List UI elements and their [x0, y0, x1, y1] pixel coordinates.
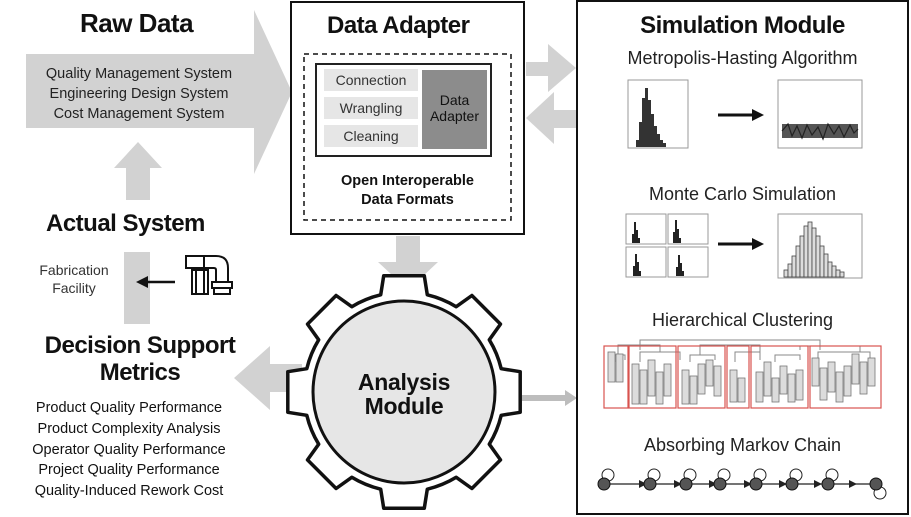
simulation-to-adapter-arrow — [526, 92, 576, 144]
actual-system-title: Actual System — [46, 210, 205, 237]
adapter-core-line: Data — [439, 92, 470, 108]
step-cleaning-label: Cleaning — [343, 128, 399, 144]
decision-metric-item: Product Complexity Analysis — [37, 420, 221, 437]
adapter-core-line: Adapter — [429, 108, 480, 124]
mh-histogram-plot — [627, 79, 689, 149]
raw-data-title: Raw Data — [80, 8, 194, 38]
data-formats-line: Open Interoperable — [341, 173, 474, 189]
analysis-line: Analysis — [357, 369, 451, 395]
fabrication-arrow — [136, 276, 175, 288]
decision-metric-item: Quality-Induced Rework Cost — [34, 483, 224, 500]
mh-trace-plot — [777, 79, 863, 149]
raw-data-item: Engineering Design System — [49, 86, 229, 102]
adapter-to-analysis-arrow — [378, 236, 438, 290]
raw-data-arrow — [26, 10, 292, 174]
fabrication-line: Fabrication — [39, 262, 109, 278]
step-connection-label: Connection — [335, 72, 407, 88]
analysis-to-decision-arrow — [234, 346, 302, 410]
decision-metric-item: Project Quality Performance — [38, 462, 220, 479]
step-connection-box — [324, 69, 418, 91]
mc-arrow — [718, 238, 764, 250]
data-adapter-dashed-frame — [303, 53, 512, 221]
sim-section-monte-carlo: Monte Carlo Simulation — [648, 184, 837, 204]
gear-icon — [286, 274, 522, 510]
sim-section-metropolis: Metropolis-Hasting Algorithm — [627, 48, 858, 68]
raw-data-list: Quality Management System Engineering De… — [30, 64, 248, 124]
adapter-to-simulation-arrow — [526, 44, 576, 92]
decision-metric-item: Product Quality Performance — [35, 400, 223, 416]
step-wrangling-box — [324, 97, 418, 119]
simulation-title: Simulation Module — [640, 12, 845, 39]
adapter-core-box — [422, 70, 487, 149]
decision-to-actual-arrow — [124, 252, 150, 324]
sim-section-markov: Absorbing Markov Chain — [643, 435, 842, 455]
mh-arrow — [718, 109, 764, 121]
data-adapter-title: Data Adapter — [327, 12, 470, 39]
mc-histogram-plot — [777, 213, 863, 279]
markov-chain — [597, 468, 887, 500]
sim-section-clustering: Hierarchical Clustering — [651, 310, 834, 330]
clustering-dendrogram — [603, 339, 882, 409]
step-cleaning-box — [324, 125, 418, 147]
raw-data-item: Cost Management System — [53, 106, 225, 122]
analysis-simulation-double-arrow — [510, 390, 577, 406]
decision-metrics-list: Product Quality Performance Product Comp… — [10, 398, 248, 502]
analysis-module-label: Analysis Module — [314, 370, 494, 418]
raw-data-item: Quality Management System — [45, 66, 233, 82]
decision-title-line: Decision Support — [44, 332, 236, 359]
analysis-line: Module — [364, 393, 444, 419]
actual-to-raw-arrow — [114, 142, 162, 200]
data-formats-label: Open Interoperable Data Formats — [304, 172, 511, 210]
step-wrangling-label: Wrangling — [339, 100, 403, 116]
decision-metric-item: Operator Quality Performance — [32, 441, 226, 458]
fabrication-line: Facility — [52, 280, 96, 296]
pipe-fitting-icon — [185, 255, 233, 295]
decision-title-line: Metrics — [99, 359, 181, 386]
decision-support-title: Decision Support Metrics — [10, 332, 270, 386]
adapter-core-label: Data Adapter — [422, 92, 487, 124]
data-formats-line: Data Formats — [361, 192, 454, 208]
fabrication-facility-label: Fabrication Facility — [28, 261, 120, 297]
mc-small-plots — [625, 213, 709, 278]
